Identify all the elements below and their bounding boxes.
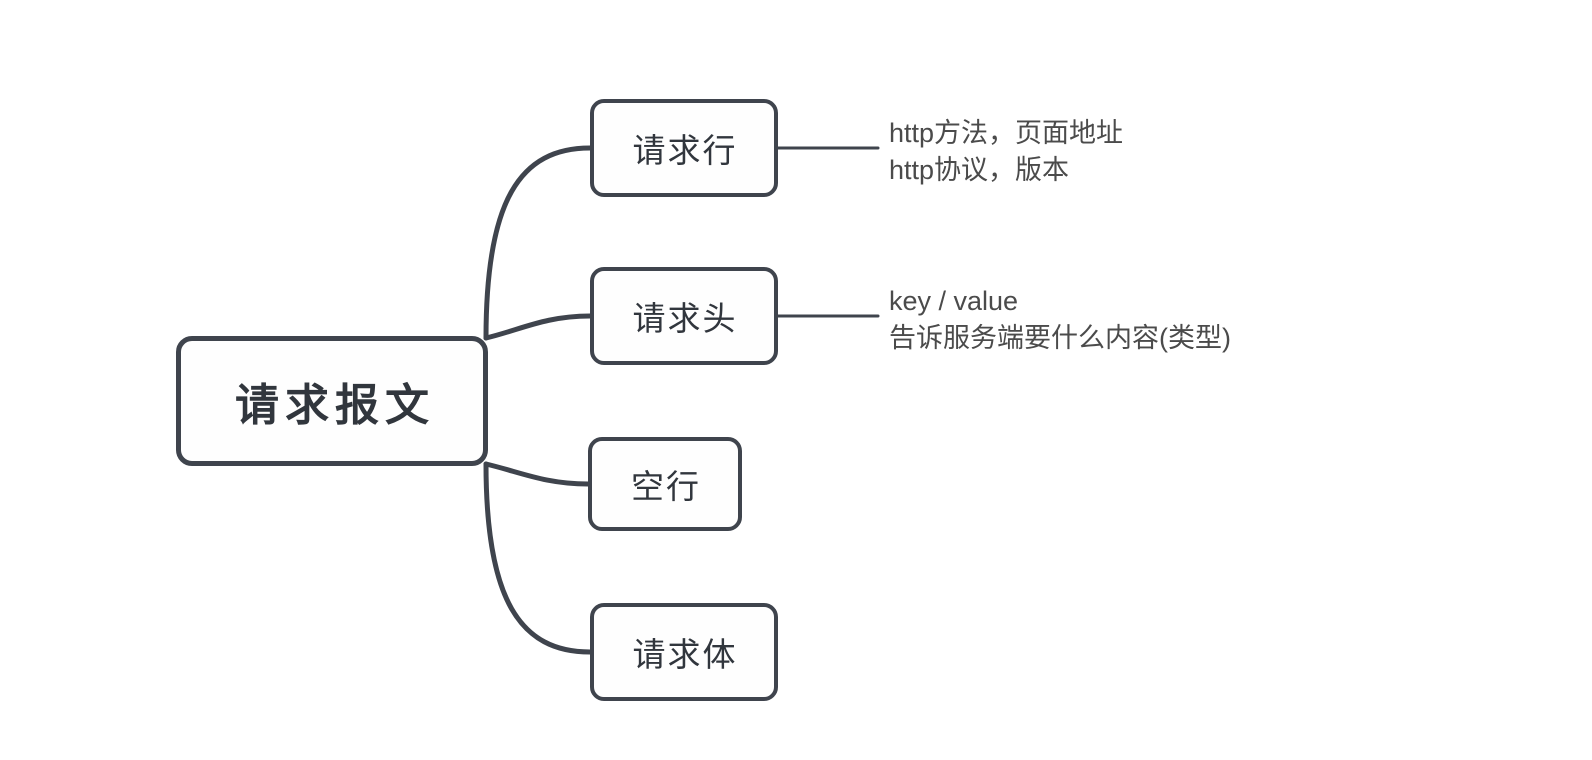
connector-root-to-request-line: [483, 145, 593, 341]
node-request-body[interactable]: 请求体: [590, 603, 778, 701]
connector-root-to-request-header: [483, 313, 593, 341]
root-node-request-message[interactable]: 请求报文: [176, 336, 488, 466]
annotation-request-line-row-1: http方法，页面地址: [889, 118, 1124, 148]
node-request-body-label: 请求体: [632, 636, 738, 673]
annotation-request-header-row-2: 告诉服务端要什么内容(类型): [889, 322, 1231, 353]
node-request-header[interactable]: 请求头: [590, 267, 778, 365]
node-request-line[interactable]: 请求行: [590, 99, 778, 197]
annotation-request-header: key / value 告诉服务端要什么内容(类型): [889, 283, 1231, 356]
root-node-label: 请求报文: [235, 381, 435, 430]
connector-root-to-empty-line: [483, 461, 591, 487]
node-request-line-label: 请求行: [632, 132, 738, 169]
node-empty-line-label: 空行: [631, 468, 701, 505]
node-empty-line[interactable]: 空行: [588, 437, 742, 531]
annotation-request-header-row-1: key / value: [889, 286, 1019, 316]
connector-root-to-request-body: [483, 461, 593, 655]
node-request-header-label: 请求头: [632, 300, 738, 337]
annotation-request-line: http方法，页面地址 http协议，版本: [889, 115, 1123, 188]
annotation-request-line-row-2: http协议，版本: [889, 154, 1070, 185]
